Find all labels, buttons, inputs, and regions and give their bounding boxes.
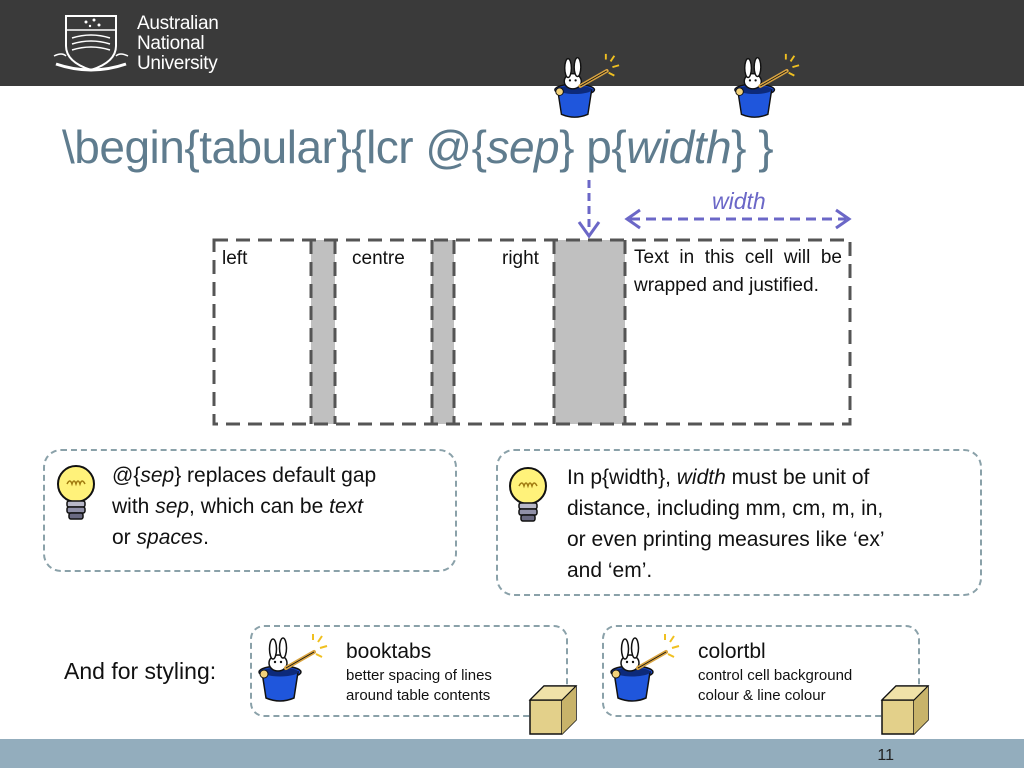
lightbulb-icon: [57, 465, 95, 520]
package-desc-line: control cell background: [698, 667, 853, 684]
title-sep: sep: [486, 121, 560, 173]
title-text: \begin{tabular}{lcr @{: [62, 121, 487, 173]
tip-width-text: In p{width}, width must be unit of dista…: [567, 462, 884, 586]
university-name-line: University: [137, 53, 218, 74]
cell-right: right: [502, 248, 539, 269]
magic-hat-rabbit-icon: [732, 52, 801, 120]
package-desc-line: better spacing of lines: [346, 667, 492, 684]
footer-bar: 11: [0, 739, 1024, 768]
package-box-icon: [529, 685, 577, 735]
magic-hat-rabbit-icon: [257, 632, 329, 703]
university-name-line: Australian: [137, 13, 219, 34]
magic-hat-rabbit-icon: [609, 632, 681, 703]
sep-column: [554, 240, 625, 424]
anu-crest-icon: [53, 15, 129, 72]
tip-text-part: or: [112, 526, 137, 549]
university-name: Australian National University: [137, 14, 219, 74]
tip-box-sep: [43, 449, 457, 572]
package-card-colortbl: [602, 625, 920, 717]
tip-text-part: In p{width},: [567, 466, 677, 489]
tip-text-line: and ‘em’.: [567, 559, 653, 582]
package-desc-line: around table contents: [346, 687, 491, 704]
width-arrow-head-left: [624, 208, 641, 230]
slide-title: \begin{tabular}{lcr @{sep} p{width} }: [62, 120, 774, 174]
tip-text-part: text: [329, 495, 363, 518]
tip-box-width: [496, 449, 982, 596]
package-card-booktabs: [250, 625, 568, 717]
tip-text-part: width: [676, 466, 726, 489]
tip-text-line: or even printing measures like ‘ex’: [567, 528, 885, 551]
column-separator: [311, 240, 335, 424]
styling-label: And for styling:: [64, 658, 217, 684]
cell-centre: centre: [352, 248, 405, 269]
tip-text-part: @{: [112, 464, 141, 487]
tip-text-part: sep: [155, 495, 190, 518]
lightbulb-icon: [509, 467, 547, 522]
package-desc-line: colour & line colour: [698, 687, 826, 704]
cell-paragraph: Text in this cell will be wrapped and ju…: [634, 247, 842, 296]
tip-sep-text: @{sep} replaces default gap with sep, wh…: [112, 460, 376, 553]
width-arrow-head-right: [835, 208, 852, 230]
page-number: 11: [877, 747, 894, 764]
package-box-icon: [881, 685, 929, 735]
title-text: } }: [731, 121, 774, 173]
package-description: control cell background colour & line co…: [698, 666, 852, 706]
tip-text-part: .: [203, 526, 209, 549]
tip-text-part: spaces: [136, 526, 204, 549]
package-description: better spacing of lines around table con…: [346, 666, 492, 706]
width-label: width: [712, 188, 766, 214]
magic-hat-rabbit-icon: [552, 52, 621, 120]
tip-text-part: sep: [140, 464, 175, 487]
tip-text-part: with: [112, 495, 156, 518]
tip-text-line: distance, including mm, cm, m, in,: [567, 497, 884, 520]
cell-left: left: [222, 248, 248, 269]
sep-arrow-head: [577, 221, 601, 239]
title-width: width: [626, 121, 732, 173]
header-bar: Australian National University: [0, 0, 1024, 86]
university-name-line: National: [137, 33, 205, 54]
tip-text-part: } replaces default gap: [174, 464, 377, 487]
column-separator: [432, 240, 454, 424]
tip-text-part: , which can be: [189, 495, 330, 518]
package-name: booktabs: [346, 640, 432, 663]
title-text: } p{: [559, 121, 627, 173]
tip-text-part: must be unit of: [725, 466, 870, 489]
package-name: colortbl: [698, 640, 766, 663]
